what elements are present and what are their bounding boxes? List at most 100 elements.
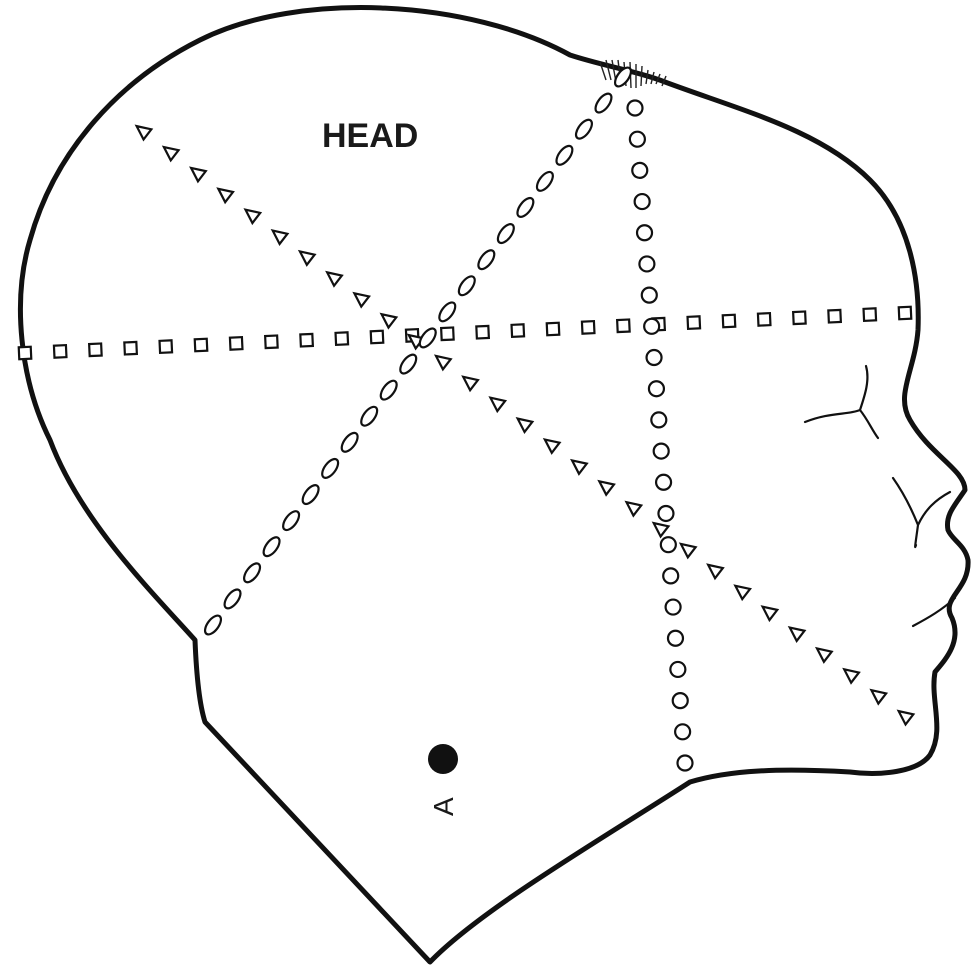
- circle-marker: [668, 631, 683, 646]
- triangle-marker: [187, 163, 206, 181]
- square-marker: [371, 331, 384, 344]
- triangle-marker: [595, 476, 614, 494]
- ellipse-marker: [378, 378, 400, 402]
- head-outline: [20, 8, 968, 962]
- ellipse-marker: [573, 117, 595, 141]
- square-marker: [899, 307, 912, 320]
- triangle-marker: [323, 267, 342, 285]
- triangle-marker: [786, 622, 805, 640]
- circle-marker: [678, 756, 693, 771]
- triangle-marker: [568, 455, 587, 473]
- circle-marker: [656, 475, 671, 490]
- triangle-marker: [623, 497, 642, 515]
- circle-marker: [666, 600, 681, 615]
- triangle-marker: [133, 121, 152, 139]
- triangle-marker: [432, 351, 451, 369]
- triangle-marker: [677, 539, 696, 557]
- square-marker: [54, 345, 67, 358]
- ellipse-marker: [202, 613, 224, 637]
- triangle-marker: [541, 434, 560, 452]
- triangle-marker: [895, 706, 914, 724]
- ellipse-marker: [280, 509, 302, 533]
- ellipse-marker: [319, 456, 341, 480]
- triangle-marker: [487, 393, 506, 411]
- ellipse-marker: [222, 587, 244, 611]
- square-marker: [230, 337, 243, 350]
- ellipse-marker: [241, 561, 263, 585]
- triangle-marker: [759, 602, 778, 620]
- ellipse-marker: [592, 91, 614, 115]
- square-marker: [793, 312, 806, 325]
- ellipse-marker: [495, 221, 517, 245]
- point-a-dot: [428, 744, 458, 774]
- square-marker: [195, 339, 208, 352]
- square-marker: [300, 334, 313, 347]
- triangle-marker: [214, 184, 233, 202]
- square-marker: [864, 308, 877, 321]
- circle-marker: [639, 256, 654, 271]
- circle-marker: [644, 319, 659, 334]
- circle-marker: [675, 724, 690, 739]
- ellipse-marker: [397, 352, 419, 376]
- ellipse-marker: [300, 482, 322, 506]
- square-marker-line: [19, 307, 912, 360]
- square-marker: [828, 310, 841, 323]
- triangle-marker: [160, 142, 179, 160]
- circle-marker: [670, 662, 685, 677]
- square-marker: [19, 347, 32, 360]
- square-marker: [89, 344, 102, 357]
- triangle-marker: [514, 414, 533, 432]
- eye-line: [805, 366, 878, 438]
- circle-marker: [654, 444, 669, 459]
- circle-marker: [658, 506, 673, 521]
- square-marker: [336, 332, 349, 345]
- square-marker: [758, 313, 771, 326]
- ellipse-marker: [456, 274, 478, 298]
- circle-marker-line: [628, 101, 693, 771]
- ellipse-marker: [339, 430, 361, 454]
- triangle-marker: [378, 309, 397, 327]
- ellipse-marker: [514, 195, 536, 219]
- circle-marker: [661, 537, 676, 552]
- square-marker: [723, 315, 736, 328]
- ellipse-marker: [261, 535, 283, 559]
- triangle-marker: [731, 581, 750, 599]
- square-marker: [512, 324, 525, 337]
- nose-line: [893, 478, 950, 547]
- triangle-marker: [868, 685, 887, 703]
- square-marker: [688, 316, 701, 329]
- triangle-marker: [242, 205, 261, 223]
- circle-marker: [632, 163, 647, 178]
- circle-marker: [673, 693, 688, 708]
- circle-marker: [637, 225, 652, 240]
- square-marker: [582, 321, 595, 334]
- circle-marker: [642, 288, 657, 303]
- point-a-label: A: [428, 797, 459, 816]
- circle-marker: [628, 101, 643, 116]
- triangle-marker: [813, 643, 832, 661]
- circle-marker: [651, 412, 666, 427]
- circle-marker: [647, 350, 662, 365]
- circle-marker: [663, 568, 678, 583]
- triangle-marker: [704, 560, 723, 578]
- triangle-marker: [269, 226, 288, 244]
- triangle-marker: [459, 372, 478, 390]
- ellipse-marker: [534, 169, 556, 193]
- square-marker: [265, 336, 278, 349]
- ellipse-marker: [436, 300, 458, 324]
- square-marker: [617, 320, 630, 333]
- circle-marker: [635, 194, 650, 209]
- circle-marker: [649, 381, 664, 396]
- ellipse-marker: [358, 404, 380, 428]
- head-title: HEAD: [322, 117, 418, 155]
- square-marker: [124, 342, 137, 355]
- circle-marker: [630, 132, 645, 147]
- square-marker: [476, 326, 489, 339]
- square-marker: [547, 323, 560, 336]
- triangle-marker: [350, 288, 369, 306]
- triangle-marker: [296, 246, 315, 264]
- square-marker: [160, 340, 173, 353]
- triangle-marker: [840, 664, 859, 682]
- ellipse-marker: [553, 143, 575, 167]
